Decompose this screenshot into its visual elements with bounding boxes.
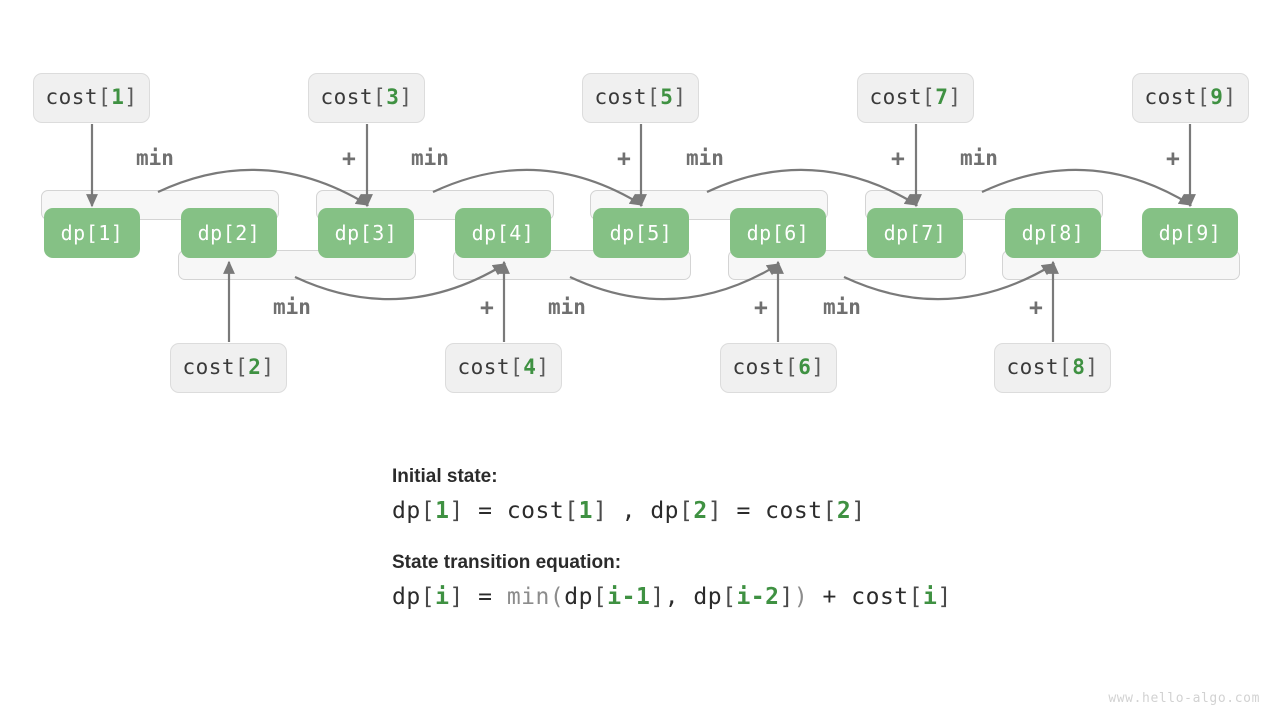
cost-box-6: cost[6] xyxy=(720,343,837,393)
transition-formula: dp[i] = min(dp[i-1], dp[i-2]) + cost[i] xyxy=(392,584,952,610)
cost-box-5: cost[5] xyxy=(582,73,699,123)
edge-label-plus-top-1: + xyxy=(342,146,356,172)
cost-box-4: cost[4] xyxy=(445,343,562,393)
edge-label-plus-bottom-11: + xyxy=(754,295,768,321)
dp-box-9: dp[9] xyxy=(1142,208,1238,258)
cost-box-3: cost[3] xyxy=(308,73,425,123)
edge-label-min-bottom-8: min xyxy=(273,295,311,319)
dp-box-4: dp[4] xyxy=(455,208,551,258)
edge-label-min-top-2: min xyxy=(411,146,449,170)
edge-label-plus-bottom-13: + xyxy=(1029,295,1043,321)
initial-state-formula: dp[1] = cost[1] , dp[2] = cost[2] xyxy=(392,498,866,524)
dp-box-7: dp[7] xyxy=(867,208,963,258)
cost-box-2: cost[2] xyxy=(170,343,287,393)
edge-label-plus-top-7: + xyxy=(1166,146,1180,172)
edge-label-min-bottom-12: min xyxy=(823,295,861,319)
edge-label-min-bottom-10: min xyxy=(548,295,586,319)
watermark-text: www.hello-algo.com xyxy=(1108,691,1260,706)
dp-box-3: dp[3] xyxy=(318,208,414,258)
edge-label-min-top-4: min xyxy=(686,146,724,170)
edge-label-plus-top-3: + xyxy=(617,146,631,172)
cost-box-1: cost[1] xyxy=(33,73,150,123)
caption-block: Initial state: dp[1] = cost[1] , dp[2] =… xyxy=(392,466,952,610)
edge-label-plus-top-5: + xyxy=(891,146,905,172)
cost-box-7: cost[7] xyxy=(857,73,974,123)
cost-box-9: cost[9] xyxy=(1132,73,1249,123)
edge-label-min-top-6: min xyxy=(960,146,998,170)
initial-state-heading: Initial state: xyxy=(392,466,498,487)
dp-box-6: dp[6] xyxy=(730,208,826,258)
cost-box-8: cost[8] xyxy=(994,343,1111,393)
edge-label-min-top-0: min xyxy=(136,146,174,170)
dp-box-1: dp[1] xyxy=(44,208,140,258)
dp-box-8: dp[8] xyxy=(1005,208,1101,258)
edge-label-plus-bottom-9: + xyxy=(480,295,494,321)
dp-box-5: dp[5] xyxy=(593,208,689,258)
dp-box-2: dp[2] xyxy=(181,208,277,258)
transition-heading: State transition equation: xyxy=(392,552,622,573)
